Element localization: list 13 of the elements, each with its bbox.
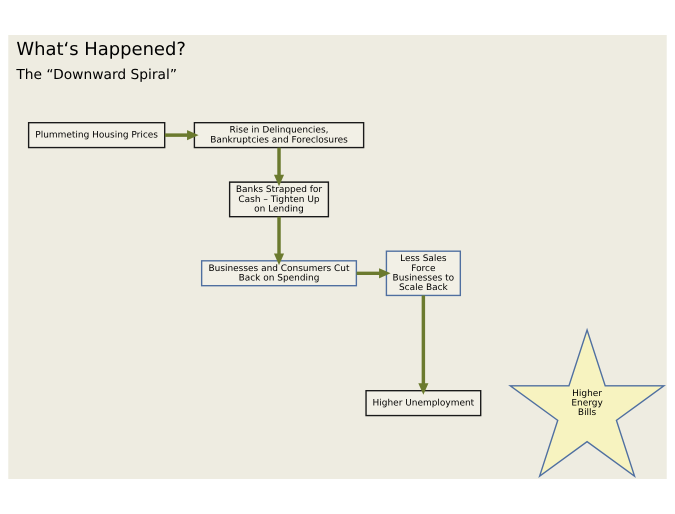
arrow [418, 295, 428, 395]
node-box: Plummeting Housing Prices [28, 122, 166, 148]
arrow [274, 148, 284, 186]
arrow [164, 130, 199, 140]
node-box: Banks Strapped for Cash – Tighten Up on Lending [228, 181, 330, 218]
diagram-title: What‘s Happened? [16, 38, 186, 60]
arrow [356, 268, 391, 278]
label: The “Downward Spiral” [16, 67, 177, 84]
node-box: Higher Unemployment [365, 390, 482, 416]
node-box: Businesses and Consumers Cut Back on Spending [200, 260, 358, 286]
arrow [274, 216, 284, 266]
node-box: Rise in Delinquencies, Bankruptcies and Foreclosures [194, 122, 364, 148]
node-box: Less Sales Force Businesses to Scale Back [386, 250, 462, 296]
